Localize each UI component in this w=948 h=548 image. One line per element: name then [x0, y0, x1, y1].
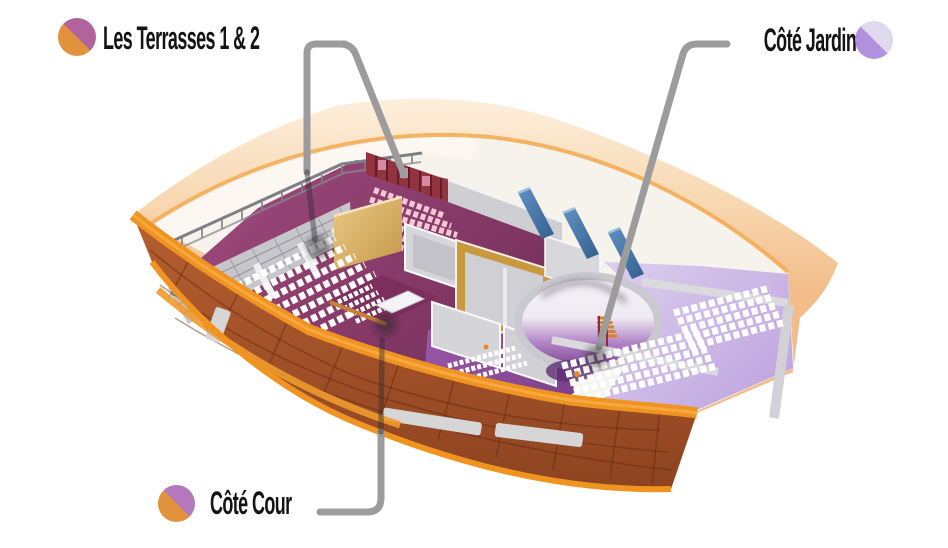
wall-slot	[381, 407, 482, 436]
leader-shadow-segments	[304, 169, 385, 435]
wood-panel	[333, 195, 403, 270]
cour-label: Côté Cour	[210, 485, 292, 521]
wall-slot	[494, 423, 584, 447]
terrasses-leader-vertical	[303, 40, 349, 176]
orange-post	[483, 344, 489, 350]
cour-pointer-dot	[375, 314, 397, 336]
jardin-seat-block-upper	[673, 284, 787, 351]
jardin-label: Côté Jardin	[763, 22, 857, 58]
terrasses-color-swatch	[58, 18, 96, 56]
jardin-color-swatch	[855, 21, 893, 59]
orange-bottom-edge	[149, 260, 672, 493]
terrasses-leader-diagonal	[328, 40, 408, 179]
terrasses-pointer-dot	[306, 235, 330, 259]
pointer-dots	[306, 235, 607, 368]
orange-post	[574, 371, 580, 377]
jardin-seat-block-lower	[561, 328, 717, 404]
leader-lines	[303, 40, 731, 516]
stage-platform	[374, 290, 426, 314]
jardin-leader	[595, 40, 731, 351]
terrasses-label: Les Terrasses 1 & 2	[103, 20, 260, 56]
cote-cour-stage	[329, 275, 580, 384]
inner-orange-rim	[148, 132, 790, 274]
cote-jardin-seating	[551, 278, 794, 419]
cour-bench-rows	[447, 345, 528, 384]
cour-leader	[316, 428, 385, 516]
cour-color-swatch	[158, 485, 195, 522]
jardin-pointer-dot	[585, 346, 607, 368]
hull-near-wall	[129, 210, 698, 493]
